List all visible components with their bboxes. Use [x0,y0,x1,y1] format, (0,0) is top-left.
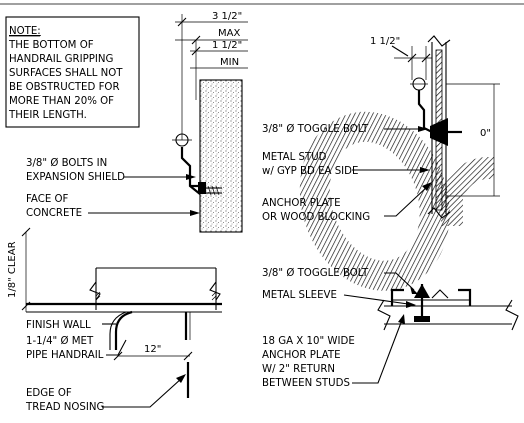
watermark-logo [299,111,494,291]
note-line: HANDRAIL GRIPPING [9,54,114,65]
max-dimension-label: MAX [218,28,240,39]
bolts-label: 3/8" Ø BOLTS IN [26,157,107,169]
finish-wall-label: FINISH WALL [26,320,91,331]
note-box: NOTE: THE BOTTOM OF HANDRAIL GRIPPING SU… [5,16,140,128]
handrail-bracket-left [172,133,222,196]
min-dimension-label: MIN [220,57,239,68]
metal-stud-label: METAL STUD [262,152,327,163]
anchor-plate-spec-label: ANCHOR PLATE [262,350,341,361]
metal-sleeve-label: METAL SLEEVE [262,290,337,301]
vertical-clear-dimension: 1/8" CLEAR [7,241,18,298]
bolts-label: EXPANSION SHIELD [26,172,125,183]
sleeve-leader [343,294,409,305]
tread-nosing-label: TREAD NOSING [25,402,105,413]
tread-leader [102,377,183,408]
pipe-handrail-label: 1-1/4" Ø MET [26,335,94,347]
ga-leader [352,319,403,384]
right-clear-dimension: 1 1/2" [370,36,400,47]
concrete-section [199,79,243,233]
anchor-plate-spec-label: 18 GA X 10" WIDE [262,336,355,347]
anchor-plate-spec-label: W/ 2" RETURN [262,364,335,375]
pipe-leader [106,339,127,356]
face-of-concrete-label: CONCRETE [26,208,82,219]
plan-view-left: 1/8" CLEAR 12" [7,227,222,398]
note-line: THE BOTTOM OF [8,40,94,51]
top-dimensions: 3 1/2" MAX 1 1/2" MIN [175,11,248,140]
max-dimension-value: 3 1/2" [212,11,242,22]
concrete-wall [199,79,243,233]
face-of-concrete-label: FACE OF [26,194,69,205]
note-line: BE OBSTRUCTED FOR [9,82,120,93]
note-line: MORE THAN 20% OF [9,96,114,107]
stud-plan-view [377,284,519,331]
pipe-handrail-label: PIPE HANDRAIL [26,350,104,361]
note-line: THEIR LENGTH. [8,110,87,121]
anchor-leader [384,185,429,217]
plan-offset-dimension: 12" [144,344,161,355]
note-title: NOTE: [9,26,41,37]
anchor-plate-spec-label: BETWEEN STUDS [262,378,350,389]
tread-nosing-label: EDGE OF [26,388,72,399]
min-dimension-value: 1 1/2" [212,40,242,51]
stud-dimension: 0" [480,128,491,139]
note-line: SURFACES SHALL NOT [9,68,123,79]
